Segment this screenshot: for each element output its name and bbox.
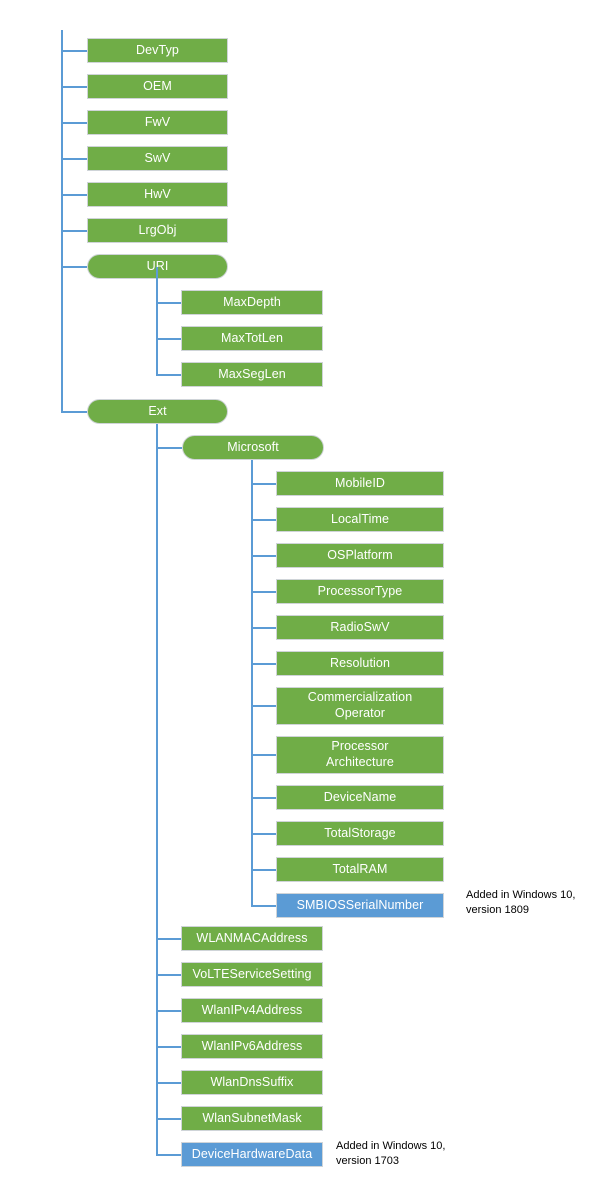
node-radioswv: RadioSwV <box>276 615 444 640</box>
node-smbiosserialnumber: SMBIOSSerialNumber <box>276 893 444 918</box>
node-processor-architecture: Processor Architecture <box>276 736 444 774</box>
connector-to-maxtotlen <box>156 337 181 340</box>
connector-to-hwv <box>61 193 87 196</box>
node-microsoft: Microsoft <box>182 435 324 460</box>
connector-to-swv <box>61 157 87 160</box>
node-wlanipv4address: WlanIPv4Address <box>181 998 323 1023</box>
node-oem: OEM <box>87 74 228 99</box>
connector-to-commercialization-operator <box>251 705 276 707</box>
connector-to-radioswv <box>251 626 276 629</box>
connector-to-resolution <box>251 662 276 665</box>
connector-to-ext <box>61 410 87 413</box>
node-ext: Ext <box>87 399 228 424</box>
connector-to-wlansubnetmask <box>156 1117 181 1120</box>
annotation-devicehardwaredata: Added in Windows 10, version 1703 <box>336 1140 446 1167</box>
node-wlandnssuffix: WlanDnsSuffix <box>181 1070 323 1095</box>
node-devicename: DeviceName <box>276 785 444 810</box>
connector-to-devtyp <box>61 49 87 52</box>
node-processortype: ProcessorType <box>276 579 444 604</box>
node-volteservicesetting: VoLTEServiceSetting <box>181 962 323 987</box>
connector-to-wlandnssuffix <box>156 1081 181 1084</box>
connector-to-wlanmacaddress <box>156 937 181 940</box>
connector-to-totalstorage <box>251 832 276 835</box>
connector-ext-trunk <box>156 424 158 1155</box>
connector-microsoft-trunk <box>251 460 253 906</box>
node-fwv: FwV <box>87 110 228 135</box>
node-lrgobj: LrgObj <box>87 218 228 243</box>
connector-to-maxdepth <box>156 301 181 304</box>
connector-to-uri <box>61 265 87 268</box>
node-commercialization-operator: Commercialization Operator <box>276 687 444 725</box>
node-hwv: HwV <box>87 182 228 207</box>
connector-to-maxseglen <box>156 373 181 376</box>
node-swv: SwV <box>87 146 228 171</box>
connector-to-devicehardwaredata <box>156 1153 181 1156</box>
connector-to-mobileid <box>251 482 276 485</box>
connector-to-smbiosserialnumber <box>251 904 276 907</box>
node-maxseglen: MaxSegLen <box>181 362 323 387</box>
node-devtyp: DevTyp <box>87 38 228 63</box>
node-devicehardwaredata: DeviceHardwareData <box>181 1142 323 1167</box>
node-totalstorage: TotalStorage <box>276 821 444 846</box>
node-localtime: LocalTime <box>276 507 444 532</box>
connector-to-fwv <box>61 121 87 124</box>
connector-to-volteservicesetting <box>156 973 181 976</box>
connector-to-processortype <box>251 590 276 593</box>
node-wlansubnetmask: WlanSubnetMask <box>181 1106 323 1131</box>
connector-to-wlanipv4address <box>156 1009 181 1012</box>
connector-to-lrgobj <box>61 229 87 232</box>
node-mobileid: MobileID <box>276 471 444 496</box>
connector-to-wlanipv6address <box>156 1045 181 1048</box>
connector-root-trunk <box>61 30 63 412</box>
connector-to-osplatform <box>251 554 276 557</box>
node-totalram: TotalRAM <box>276 857 444 882</box>
connector-uri-trunk <box>156 266 158 375</box>
connector-to-devicename <box>251 796 276 799</box>
node-wlanmacaddress: WLANMACAddress <box>181 926 323 951</box>
connector-to-processor-architecture <box>251 754 276 756</box>
node-resolution: Resolution <box>276 651 444 676</box>
connector-to-totalram <box>251 868 276 871</box>
annotation-smbiosserialnumber: Added in Windows 10, version 1809 <box>466 889 576 916</box>
node-osplatform: OSPlatform <box>276 543 444 568</box>
connector-to-oem <box>61 85 87 88</box>
connector-to-microsoft <box>156 446 182 449</box>
node-wlanipv6address: WlanIPv6Address <box>181 1034 323 1059</box>
node-maxtotlen: MaxTotLen <box>181 326 323 351</box>
connector-to-localtime <box>251 518 276 521</box>
node-maxdepth: MaxDepth <box>181 290 323 315</box>
